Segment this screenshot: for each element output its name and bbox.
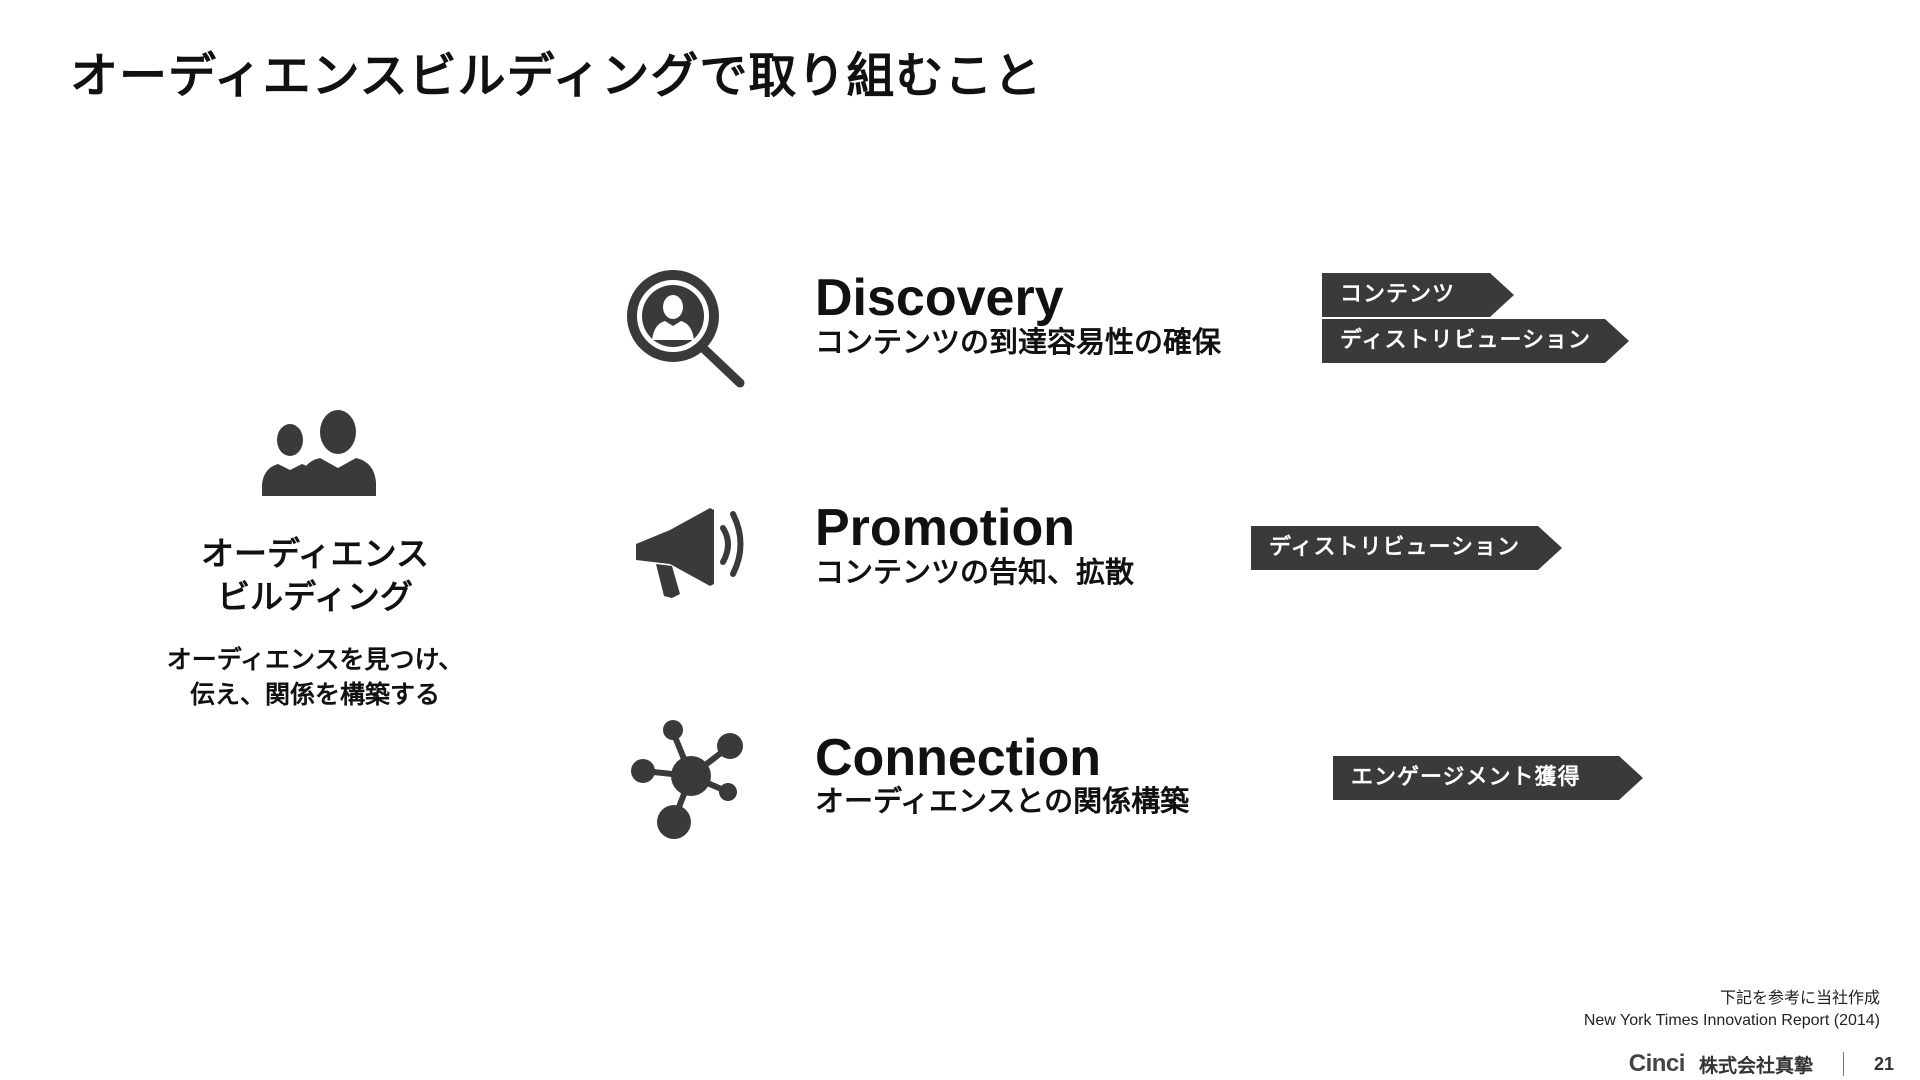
promotion-subtitle: コンテンツの告知、拡散 xyxy=(815,555,1135,589)
discovery-term: Discovery xyxy=(815,269,1064,327)
footnote-line-1: 下記を参考に当社作成 xyxy=(1719,990,1880,1007)
desc-line-1: オーディエンスを見つけ、 xyxy=(166,645,464,674)
magnifier-person-icon xyxy=(627,270,745,388)
page-title: オーディエンスビルディングで取り組むこと xyxy=(70,48,1043,104)
audience-building-block: オーディエンス ビルディング オーディエンスを見つけ、 伝え、関係を構築する xyxy=(120,410,510,730)
source-footnote: 下記を参考に当社作成 New York Times Innovation Rep… xyxy=(1584,988,1880,1032)
company-logo: Cinci xyxy=(1628,1050,1686,1077)
heading-line-2: ビルディング xyxy=(217,577,413,616)
page-number: 21 xyxy=(1873,1053,1894,1074)
megaphone-icon xyxy=(636,508,744,598)
network-icon xyxy=(631,720,743,839)
people-icon xyxy=(262,410,376,496)
heading-line-1: オーディエンス xyxy=(200,534,430,573)
desc-line-2: 伝え、関係を構築する xyxy=(189,680,440,709)
footnote-line-2: New York Times Innovation Report (2014) xyxy=(1583,1012,1880,1029)
connection-term: Connection xyxy=(815,729,1101,787)
company-name: 株式会社真摯 xyxy=(1698,1055,1813,1077)
footer-divider xyxy=(1842,1052,1844,1076)
promotion-term: Promotion xyxy=(815,499,1075,557)
tag-distribution: ディストリビューション xyxy=(1251,526,1562,570)
slide-footer: Cinci 株式会社真摯 21 xyxy=(1629,1049,1894,1079)
tag-content: コンテンツ xyxy=(1322,273,1514,317)
tag-engagement: エンゲージメント獲得 xyxy=(1333,756,1643,800)
audience-building-description: オーディエンスを見つけ、 伝え、関係を構築する xyxy=(120,642,510,712)
discovery-subtitle: コンテンツの到達容易性の確保 xyxy=(815,325,1222,359)
audience-building-heading: オーディエンス ビルディング xyxy=(120,532,510,618)
connection-subtitle: オーディエンスとの関係構築 xyxy=(815,784,1190,818)
tag-distribution: ディストリビューション xyxy=(1322,319,1629,363)
